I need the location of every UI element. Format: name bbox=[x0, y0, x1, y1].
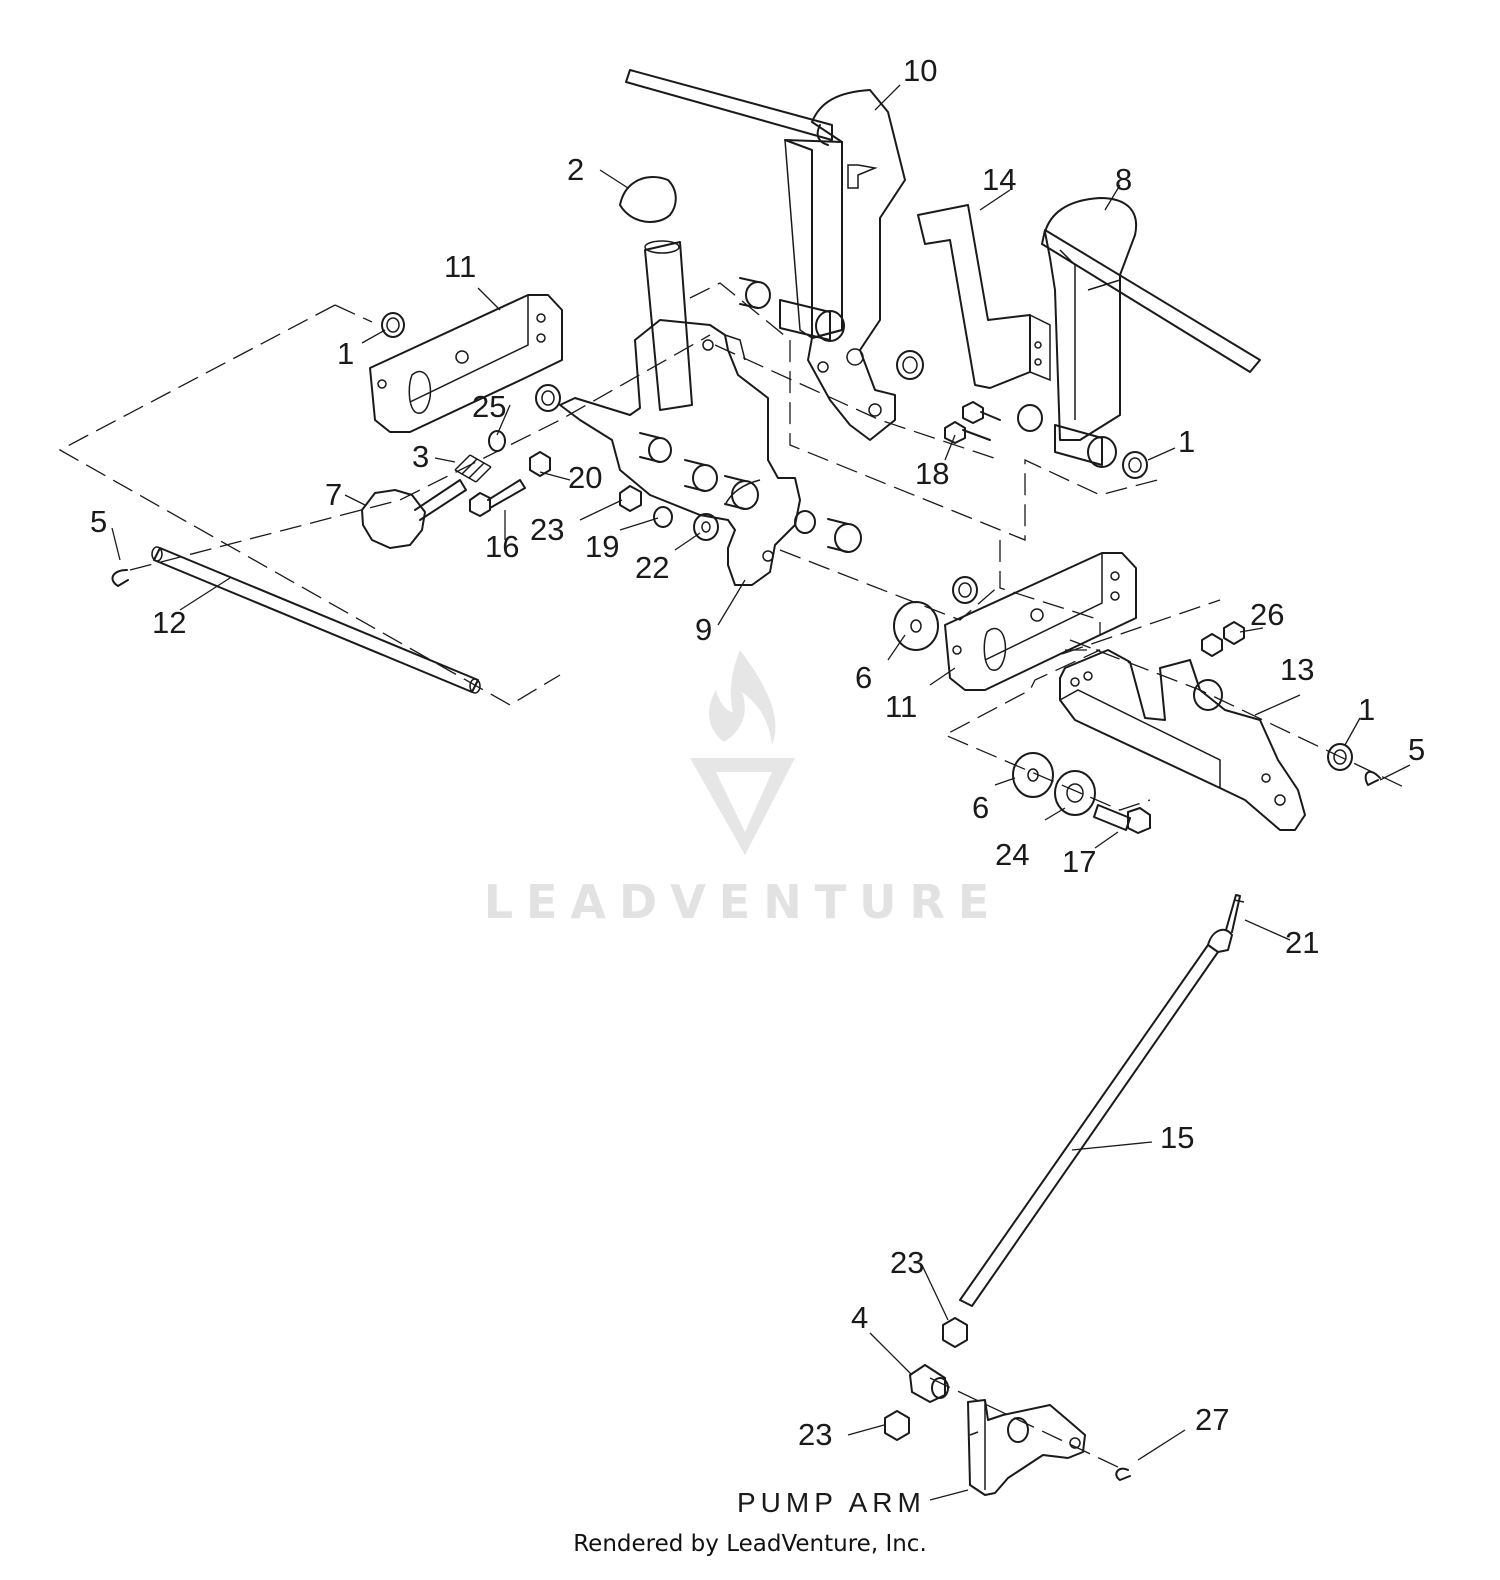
watermark-flame-icon bbox=[709, 650, 776, 745]
part-26-nuts bbox=[1201, 621, 1245, 657]
part-23-nut-a bbox=[942, 1317, 968, 1348]
callout-9: 9 bbox=[695, 612, 712, 647]
callout-3: 3 bbox=[412, 439, 429, 474]
callout-23-lower-b: 23 bbox=[798, 1417, 832, 1452]
callout-13: 13 bbox=[1280, 652, 1314, 687]
part-2-knob bbox=[619, 176, 677, 223]
spacer-g bbox=[952, 576, 978, 604]
spacer-right-1 bbox=[1122, 451, 1148, 479]
spacer-far-right-1 bbox=[1327, 743, 1353, 771]
spacer-j bbox=[896, 350, 924, 380]
hardware bbox=[111, 401, 1381, 1481]
callout-8: 8 bbox=[1115, 162, 1132, 197]
part-19-washer bbox=[653, 506, 673, 528]
part-4-pivot bbox=[909, 1364, 949, 1403]
part-17-bolt bbox=[1093, 804, 1151, 834]
part-3-spring bbox=[454, 454, 492, 483]
callout-18: 18 bbox=[915, 456, 949, 491]
callout-20: 20 bbox=[568, 460, 602, 495]
callout-25: 25 bbox=[472, 389, 506, 424]
callout-11-left: 11 bbox=[444, 249, 476, 284]
part-25-washer bbox=[488, 430, 506, 452]
spacer-e bbox=[794, 510, 816, 534]
callout-14: 14 bbox=[982, 162, 1016, 197]
callout-6-lower: 6 bbox=[972, 790, 989, 825]
part-11-left-bracket bbox=[369, 294, 563, 433]
part-23-nut-upper bbox=[619, 485, 642, 512]
part-9-control-plate bbox=[559, 240, 801, 586]
spacer-i bbox=[779, 299, 845, 342]
part-15-rod bbox=[959, 894, 1245, 1307]
part-14-bracket bbox=[917, 204, 1051, 389]
callout-4: 4 bbox=[851, 1300, 868, 1335]
part-5-clip-left bbox=[111, 569, 129, 587]
part-27-clip bbox=[1115, 1467, 1131, 1481]
callout-7: 7 bbox=[325, 477, 342, 512]
callout-5-left: 5 bbox=[90, 504, 107, 539]
spacer-k bbox=[1017, 404, 1043, 432]
callout-10: 10 bbox=[903, 53, 937, 88]
part-6-washer-upper bbox=[893, 601, 939, 651]
part-6-washer-lower bbox=[1012, 752, 1054, 798]
part-5-clip-right bbox=[1364, 770, 1381, 786]
callout-23-lower-a: 23 bbox=[890, 1245, 924, 1280]
part-13-bracket bbox=[1059, 649, 1306, 831]
part-23-nut-b bbox=[884, 1410, 910, 1441]
callout-27: 27 bbox=[1195, 1402, 1229, 1437]
spacer-d bbox=[724, 475, 759, 510]
spacer-a bbox=[535, 384, 561, 412]
leader-lines bbox=[111, 84, 1411, 1501]
callout-15: 15 bbox=[1160, 1120, 1194, 1155]
pump-arm bbox=[967, 1399, 1086, 1496]
spacer-top-left bbox=[381, 312, 405, 338]
callout-1-far-right: 1 bbox=[1358, 692, 1375, 727]
part-10-upper-lever bbox=[625, 69, 906, 441]
part-24-washer bbox=[1054, 770, 1096, 816]
spacer-h bbox=[739, 277, 771, 309]
spacer-b bbox=[639, 432, 672, 463]
spacer-f bbox=[827, 518, 862, 553]
part-12-rod bbox=[151, 546, 481, 694]
spacer-c bbox=[684, 459, 718, 492]
part-8-right-lever bbox=[1041, 197, 1261, 441]
callout-23-upper: 23 bbox=[530, 512, 564, 547]
callout-11-right: 11 bbox=[885, 689, 917, 724]
pump-arm-caption: PUMP ARM bbox=[737, 1487, 926, 1518]
callout-24: 24 bbox=[995, 837, 1029, 872]
callout-12: 12 bbox=[152, 605, 186, 640]
callout-6-upper: 6 bbox=[855, 660, 872, 695]
callout-16: 16 bbox=[485, 529, 519, 564]
part-20-nut bbox=[529, 451, 551, 477]
part-7-knob bbox=[361, 479, 467, 549]
callout-17: 17 bbox=[1062, 844, 1096, 879]
callout-21: 21 bbox=[1285, 925, 1319, 960]
callout-2: 2 bbox=[567, 152, 584, 187]
watermark: LEADVENTURE bbox=[484, 650, 1003, 929]
callout-26: 26 bbox=[1250, 597, 1284, 632]
callout-1-right: 1 bbox=[1178, 424, 1195, 459]
watermark-v-icon bbox=[690, 758, 795, 855]
watermark-brand: LEADVENTURE bbox=[484, 875, 1003, 929]
assembly-lines bbox=[58, 282, 1411, 1469]
callout-5-right: 5 bbox=[1408, 732, 1425, 767]
callout-numbers: 1 1 1 1 2 3 4 5 5 6 6 7 8 9 10 11 11 12 … bbox=[90, 53, 1425, 1452]
part-18-bolts bbox=[944, 401, 1001, 444]
callout-1-upper-left: 1 bbox=[337, 336, 354, 371]
part-16-bolt bbox=[469, 479, 526, 517]
callout-19: 19 bbox=[585, 529, 619, 564]
spacer-l bbox=[1054, 424, 1117, 468]
footer-credit: Rendered by LeadVenture, Inc. bbox=[573, 1531, 927, 1557]
part-22-washer bbox=[693, 513, 719, 541]
part-11-right-bracket bbox=[944, 552, 1137, 691]
callout-22: 22 bbox=[635, 550, 669, 585]
spacers bbox=[381, 277, 1353, 771]
